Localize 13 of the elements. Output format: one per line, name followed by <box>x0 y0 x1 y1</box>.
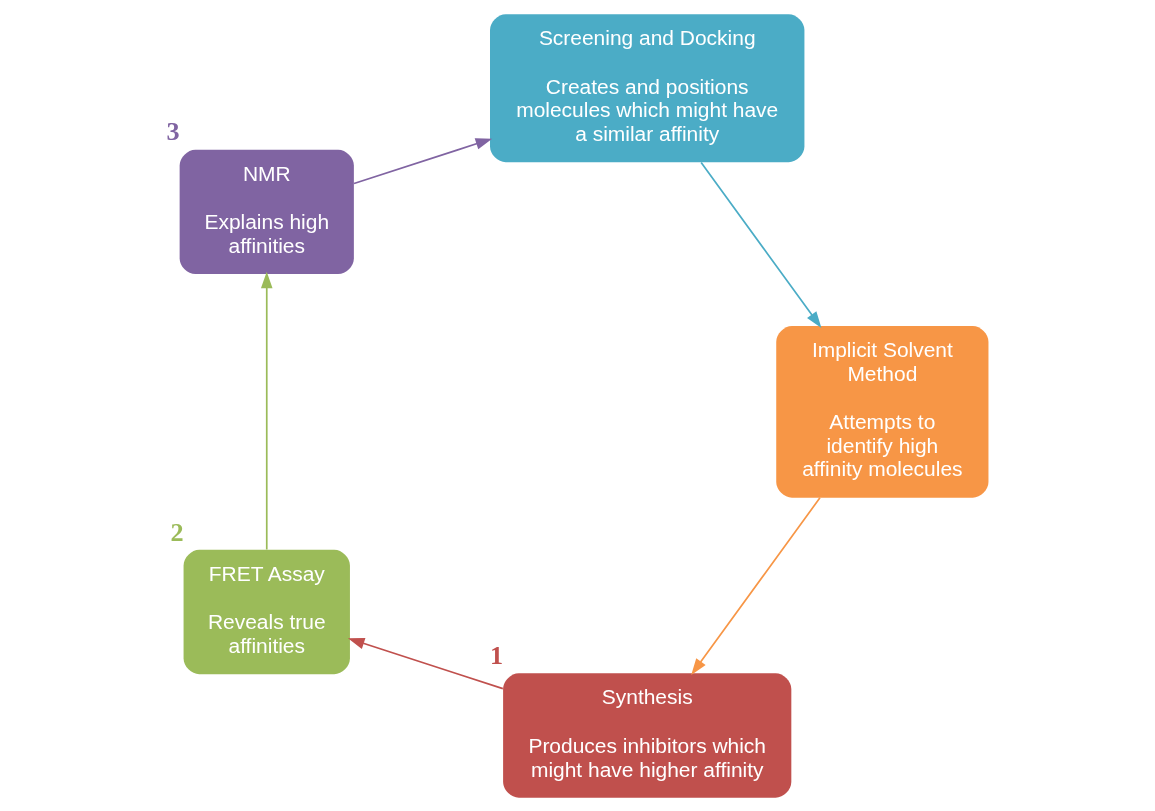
arrow <box>353 137 493 184</box>
node-box: Screening and Docking Creates and positions molecules which might have a similar affinity <box>490 13 805 162</box>
node-box: FRET Assay Reveals true affinities <box>183 549 350 674</box>
arrow <box>700 161 822 328</box>
node-box: Implicit Solvent Method Attempts to identify high affinity molecules <box>776 325 989 498</box>
node-box: Synthesis Produces inhibitors which might have higher affinity <box>503 672 792 798</box>
node-label: 2 <box>170 517 184 547</box>
arrow <box>347 637 504 689</box>
node-label: 1 <box>490 640 504 670</box>
node-box: NMR Explains high affinities <box>179 149 354 274</box>
arrow <box>260 271 273 550</box>
arrow <box>691 496 821 675</box>
node-label: 3 <box>166 116 180 146</box>
